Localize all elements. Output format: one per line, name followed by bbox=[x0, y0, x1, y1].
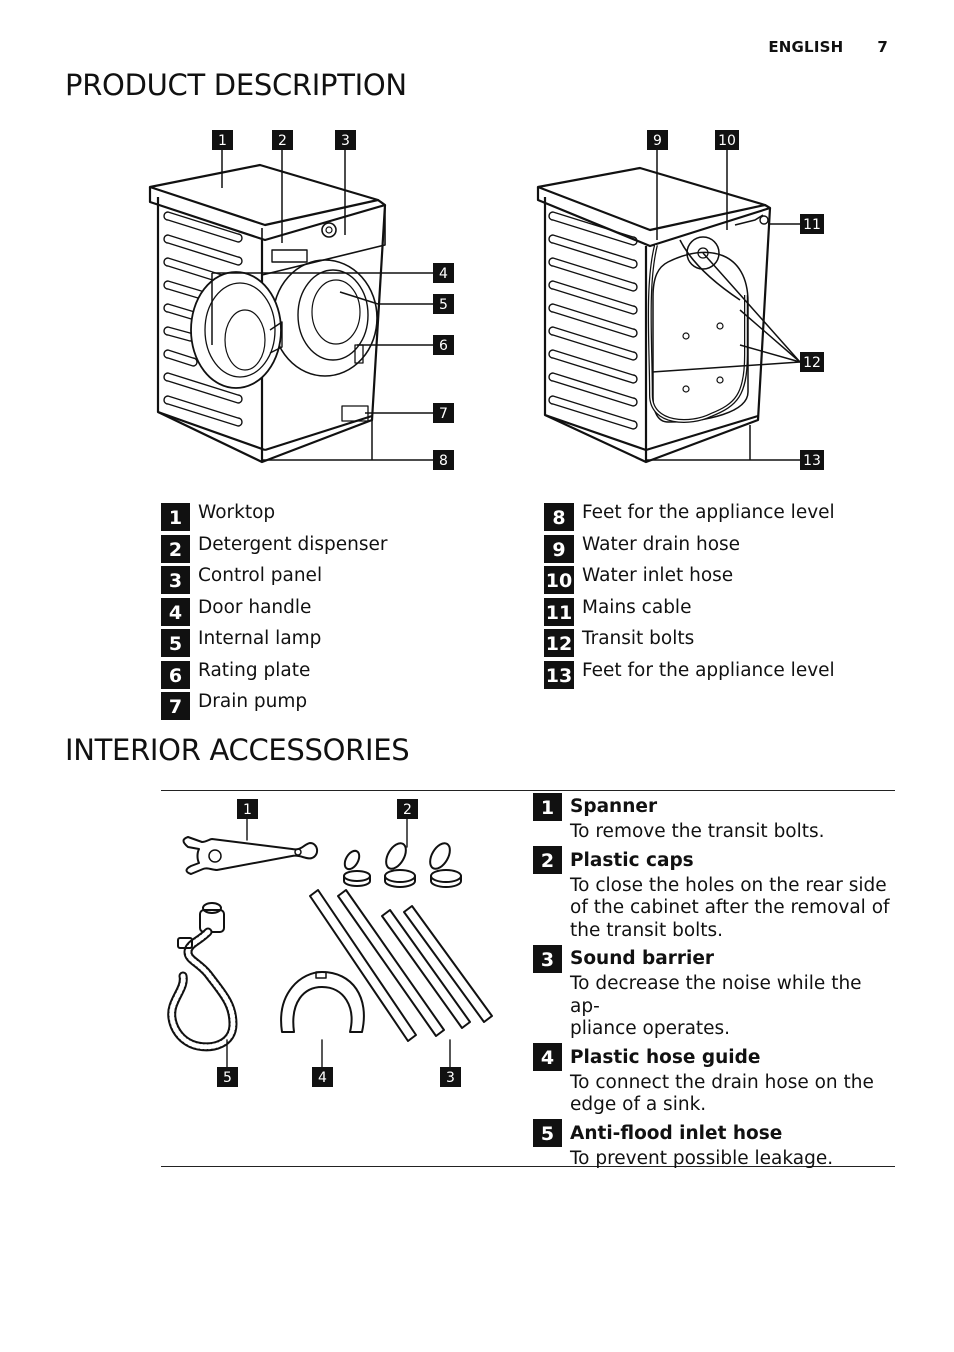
acc-callout-5: 5 bbox=[217, 1067, 238, 1087]
svg-text:2: 2 bbox=[403, 802, 412, 818]
callout-4: 4 bbox=[433, 263, 454, 283]
callout-5: 5 bbox=[433, 294, 454, 314]
language-label: ENGLISH bbox=[768, 38, 844, 56]
svg-text:12: 12 bbox=[803, 355, 821, 371]
page-number: 7 bbox=[877, 38, 888, 56]
accessories-illustration: 1 2 5 4 3 bbox=[167, 799, 493, 1087]
svg-text:6: 6 bbox=[439, 338, 448, 354]
accessory-title: Anti-flood inlet hose bbox=[570, 1122, 783, 1144]
svg-text:8: 8 bbox=[439, 453, 448, 469]
svg-text:7: 7 bbox=[439, 406, 448, 422]
callout-1: 1 bbox=[212, 130, 233, 150]
acc-callout-2: 2 bbox=[397, 799, 418, 819]
svg-text:3: 3 bbox=[446, 1070, 455, 1086]
svg-text:4: 4 bbox=[318, 1070, 327, 1086]
plastic-caps-icon bbox=[343, 842, 462, 888]
accessory-title: Sound barrier bbox=[570, 948, 715, 969]
accessory-title: Plastic hose guide bbox=[570, 1046, 761, 1068]
hose-guide-icon bbox=[280, 971, 365, 1033]
inlet-hose-icon bbox=[167, 902, 238, 1052]
spanner-icon bbox=[182, 836, 318, 875]
callout-12: 12 bbox=[800, 352, 824, 372]
svg-text:4: 4 bbox=[439, 266, 448, 282]
svg-text:11: 11 bbox=[803, 217, 821, 233]
acc-callout-4: 4 bbox=[312, 1067, 333, 1087]
svg-text:1: 1 bbox=[243, 802, 252, 818]
svg-text:5: 5 bbox=[439, 297, 448, 313]
svg-text:10: 10 bbox=[718, 133, 736, 149]
callout-8: 8 bbox=[433, 450, 454, 470]
svg-text:2: 2 bbox=[278, 133, 287, 149]
callout-11: 11 bbox=[800, 214, 824, 234]
accessory-title: Plastic caps bbox=[570, 849, 694, 871]
acc-callout-1: 1 bbox=[237, 799, 258, 819]
callout-13: 13 bbox=[800, 450, 824, 470]
callout-3: 3 bbox=[335, 130, 356, 150]
callout-6: 6 bbox=[433, 335, 454, 355]
product-description-heading: PRODUCT DESCRIPTION bbox=[65, 68, 407, 102]
appliance-illustration: 1 2 3 4 5 6 7 8 9 10 11 12 13 bbox=[148, 130, 824, 470]
table-bottom-rule bbox=[161, 1166, 895, 1167]
svg-text:1: 1 bbox=[218, 133, 227, 149]
accessory-title: Spanner bbox=[570, 796, 658, 817]
svg-text:13: 13 bbox=[803, 453, 821, 469]
callout-2: 2 bbox=[272, 130, 293, 150]
acc-callout-3: 3 bbox=[440, 1067, 461, 1087]
interior-accessories-heading: INTERIOR ACCESSORIES bbox=[65, 733, 410, 767]
page-header: ENGLISH 7 bbox=[768, 38, 888, 56]
callout-10: 10 bbox=[715, 130, 739, 150]
svg-text:3: 3 bbox=[341, 133, 350, 149]
sound-barrier-icon bbox=[309, 889, 493, 1042]
svg-text:5: 5 bbox=[223, 1070, 232, 1086]
callout-9: 9 bbox=[647, 130, 668, 150]
table-top-rule bbox=[161, 790, 895, 791]
svg-text:9: 9 bbox=[653, 133, 662, 149]
callout-7: 7 bbox=[433, 403, 454, 423]
